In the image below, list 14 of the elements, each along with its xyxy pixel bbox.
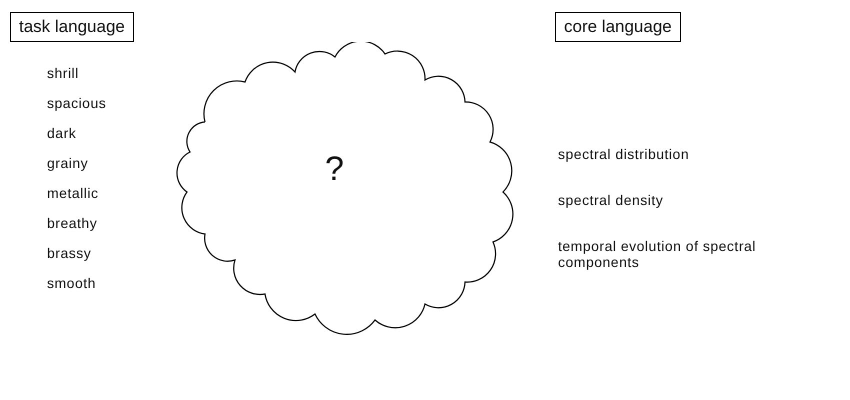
term-label: spectral density xyxy=(558,192,664,208)
word-label: smooth xyxy=(47,275,97,291)
term-label: temporal evolution of spectral components xyxy=(558,238,757,270)
word-label: dark xyxy=(47,125,78,141)
word-label: metallic xyxy=(47,185,100,201)
question-mark: ? xyxy=(325,150,344,189)
term-label: spectral distribution xyxy=(558,146,690,162)
heading-box: core language xyxy=(555,12,681,42)
word-label: spacious xyxy=(47,95,108,111)
heading-box: task language xyxy=(10,12,134,42)
word-label: breathy xyxy=(47,215,98,231)
word-label: grainy xyxy=(47,155,90,171)
word-label: brassy xyxy=(47,245,92,261)
word-label: shrill xyxy=(47,65,80,81)
